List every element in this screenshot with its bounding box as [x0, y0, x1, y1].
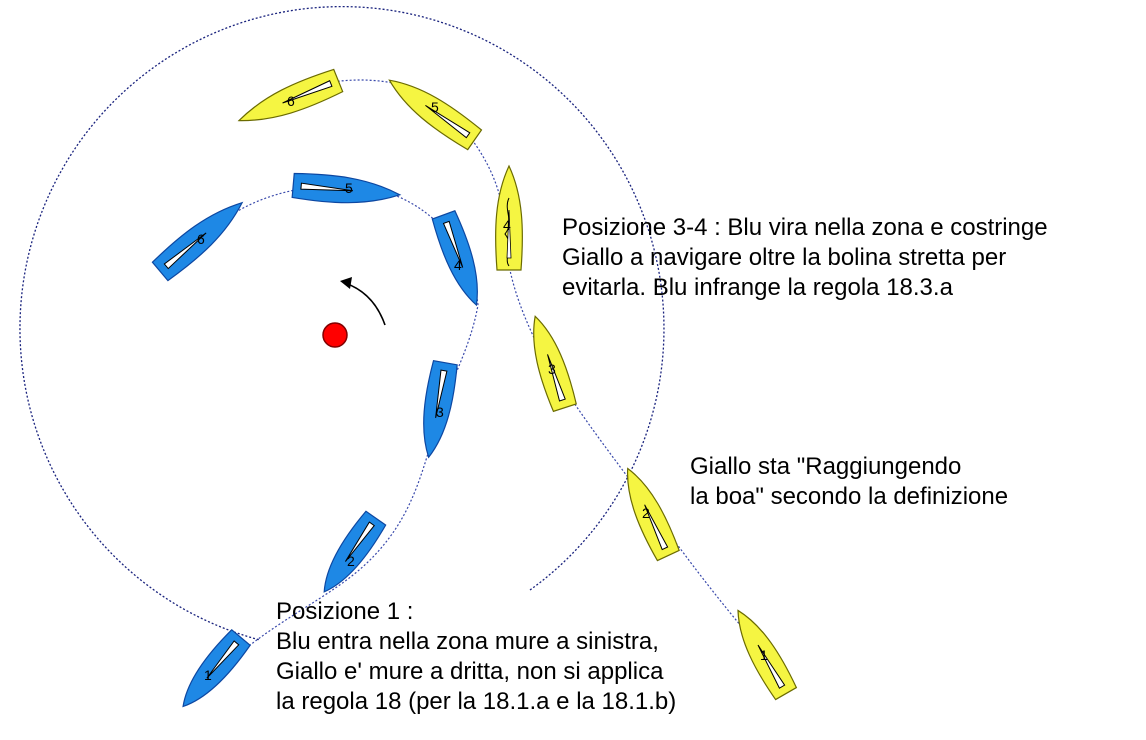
caption-giallo-reaching: Giallo sta "Raggiungendo la boa" secondo…	[690, 452, 1008, 512]
blue-boat-4	[431, 210, 478, 307]
yellow-boat-4-label: 4	[503, 217, 511, 233]
blue-boat-3-label: 3	[436, 404, 444, 420]
caption-line: evitarla. Blu infrange la regola 18.3.a	[562, 274, 953, 301]
yellow-boat-3-label: 3	[548, 361, 556, 377]
blue-boat-2	[323, 510, 387, 593]
caption-line: Posizione 3-4 : Blu vira nella zona e co…	[562, 214, 1048, 241]
yellow-boat-2	[627, 467, 680, 562]
yellow-boat-2-label: 2	[642, 505, 650, 521]
yellow-boat-6	[237, 68, 344, 122]
yellow-boat-3	[533, 315, 577, 413]
caption-line: la regola 18 (per la 18.1.a e la 18.1.b)	[276, 688, 677, 715]
caption-line: Posizione 1 :	[276, 598, 414, 625]
caption-line: Blu entra nella zona mure a sinistra,	[276, 628, 659, 655]
blue-boat-1-label: 1	[204, 667, 212, 683]
yellow-boat-4	[495, 164, 523, 271]
zone-circle	[19, 6, 665, 641]
caption-line: Giallo a navigare oltre la bolina strett…	[562, 244, 1007, 271]
blue-boat-2-label: 2	[347, 553, 355, 569]
blue-boat-6	[151, 201, 244, 282]
blue-boat-4-label: 4	[454, 257, 462, 273]
yellow-boat-1	[737, 609, 798, 701]
yellow-boat-5	[388, 79, 483, 151]
blue-boat-1	[182, 629, 251, 708]
caption-line: Giallo sta "Raggiungendo	[690, 453, 962, 480]
yellow-boat-1-label: 1	[760, 647, 768, 663]
blue-boat-3	[423, 359, 458, 459]
yellow-boat-5-label: 5	[431, 99, 439, 115]
blue-boat-5	[291, 172, 402, 204]
rotation-arrow	[344, 282, 386, 326]
blue-boat-5-label: 5	[345, 180, 353, 196]
blue-boat-6-label: 6	[197, 231, 205, 247]
rotation-arrowhead	[340, 277, 352, 289]
caption-position-1: Posizione 1 : Blu entra nella zona mure …	[276, 597, 676, 717]
caption-line: la boa" secondo la definizione	[690, 483, 1009, 510]
yellow-track	[289, 79, 771, 661]
yellow-boat-6-label: 6	[287, 93, 295, 109]
mark-buoy	[322, 322, 348, 348]
caption-position-3-4: Posizione 3-4 : Blu vira nella zona e co…	[562, 213, 1048, 303]
caption-line: Giallo e' mure a dritta, non si applica	[276, 658, 664, 685]
